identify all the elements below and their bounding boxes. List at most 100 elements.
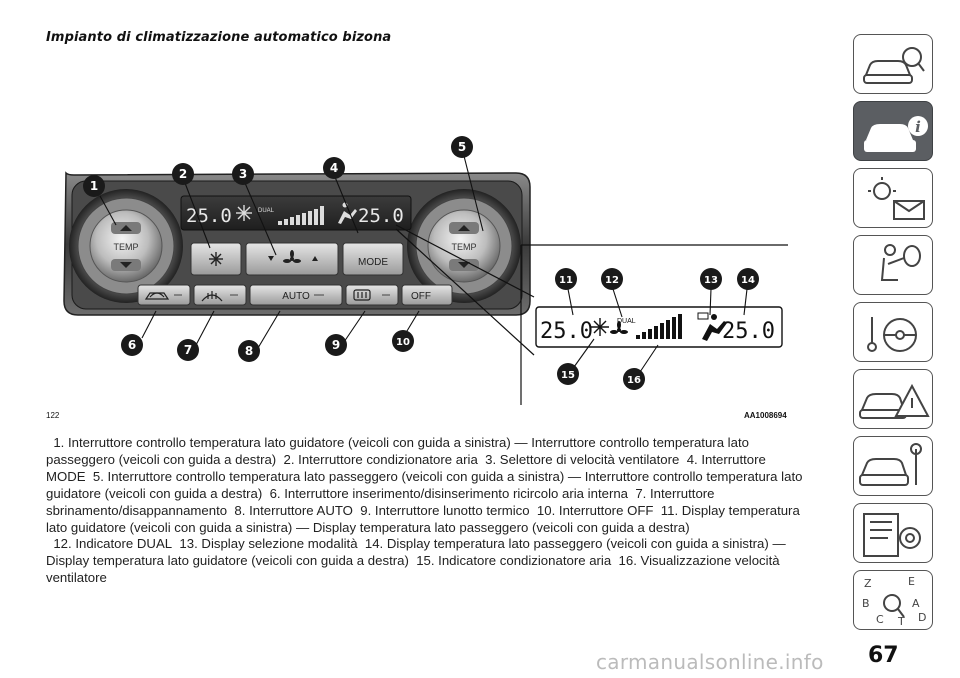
figure-caption: 1. Interruttore controllo temperatura la… (46, 435, 814, 587)
panel-right-temp: 25.0 (358, 205, 404, 227)
auto-label: AUTO (282, 291, 310, 302)
tab-warning-lights[interactable] (853, 168, 933, 228)
caption-item-7: 7. Interruttore sbrinamento/disappanname… (46, 485, 715, 518)
car-warning-triangle-icon (859, 383, 930, 419)
svg-text:5: 5 (458, 140, 466, 154)
figure-number: 122 (46, 411, 60, 420)
callout-2: 2 (172, 163, 194, 185)
svg-text:15: 15 (561, 370, 575, 381)
figure-code: AA1008694 (744, 411, 787, 420)
specifications-gear-icon (863, 513, 921, 557)
defrost-button[interactable] (193, 284, 247, 306)
callout-6: 6 (121, 334, 143, 356)
car-search-icon (863, 47, 925, 84)
tab-starting-driving[interactable] (853, 302, 933, 362)
callout-14: 14 (737, 268, 759, 290)
svg-text:C: C (876, 613, 884, 626)
caption-item-6: 6. Interruttore inserimento/disinserimen… (269, 485, 629, 501)
fan-icon (283, 250, 301, 263)
tab-emergency[interactable] (853, 369, 933, 429)
svg-text:7: 7 (184, 343, 192, 357)
snowflake-icon (209, 252, 223, 266)
fan-speed-selector[interactable] (245, 242, 339, 276)
caption-item-11: 11. Display temperatura lato guidatore (… (46, 502, 800, 535)
off-button[interactable]: OFF (401, 284, 453, 306)
callout-13: 13 (700, 268, 722, 290)
fan-speed-bars (278, 206, 324, 225)
caption-item-3: 3. Selettore di velocità ventilatore (485, 451, 680, 467)
left-temp-knob[interactable]: TEMP (69, 189, 183, 303)
svg-text:11: 11 (559, 275, 573, 286)
panel-dual-label: DUAL (258, 208, 275, 214)
svg-text:i: i (915, 118, 921, 136)
steering-wheel-key-icon (867, 317, 917, 352)
fan-icon (610, 321, 628, 334)
callout-4: 4 (323, 157, 345, 179)
page-number: 67 (868, 643, 899, 668)
svg-text:9: 9 (332, 338, 340, 352)
right-knob-label: TEMP (451, 242, 476, 252)
tab-safety[interactable] (853, 235, 933, 295)
mode-label: MODE (358, 257, 388, 268)
svg-text:Z: Z (864, 577, 872, 590)
caption-item-5: 5. Interruttore controllo temperatura la… (46, 468, 803, 501)
svg-text:A: A (912, 597, 920, 610)
caption-item-13: 13. Display selezione modalità (179, 536, 358, 552)
callout-1: 1 (83, 175, 105, 197)
ac-button[interactable] (190, 242, 242, 276)
recirculation-icon (144, 292, 170, 300)
caption-item-15: 15. Indicatore condizionatore aria (416, 553, 612, 569)
callout-11: 11 (555, 268, 577, 290)
callout-9: 9 (325, 334, 347, 356)
caption-item-2: 2. Interruttore condizionatore aria (283, 451, 478, 467)
seat-airbag-icon (880, 244, 921, 281)
caption-item-4: 4. Interruttore MODE (46, 451, 766, 484)
auto-button[interactable]: AUTO (249, 284, 343, 306)
defrost-icon (201, 291, 223, 302)
callout-badges: 1 2 3 4 5 6 7 8 9 10 11 12 13 14 15 16 (83, 136, 759, 390)
caption-item-14: 14. Display temperatura lato passeggero … (46, 536, 786, 569)
panel-left-temp: 25.0 (186, 205, 232, 227)
svg-text:B: B (862, 597, 870, 610)
callout-15: 15 (557, 363, 579, 385)
svg-text:E: E (908, 575, 915, 588)
inset-left-temp: 25.0 (540, 319, 593, 344)
car-info-icon: i (864, 116, 928, 152)
off-label: OFF (411, 291, 431, 302)
callout-16: 16 (623, 368, 645, 390)
svg-text:2: 2 (179, 167, 187, 181)
callout-10: 10 (392, 330, 414, 352)
tab-technical-data[interactable] (853, 503, 933, 563)
inset-mode-icon (697, 312, 727, 341)
caption-item-12: 12. Indicatore DUAL (53, 536, 173, 552)
caption-item-1: 1. Interruttore controllo temperatura la… (46, 435, 749, 467)
svg-text:12: 12 (605, 275, 619, 286)
callout-leaders (99, 155, 748, 376)
svg-text:8: 8 (245, 344, 253, 358)
caption-item-10: 10. Interruttore OFF (536, 502, 654, 518)
tab-maintenance[interactable] (853, 436, 933, 496)
svg-text:3: 3 (239, 167, 247, 181)
callout-8: 8 (238, 340, 260, 362)
rear-defogger-button[interactable] (345, 284, 399, 306)
inset-display: 25.0 DUAL 25.0 (535, 306, 783, 348)
car-wrench-icon (859, 443, 922, 486)
panel-display: 25.0 DUAL 25.0 (180, 195, 412, 231)
zoom-connector (395, 224, 788, 405)
inset-fan-speed-bars (636, 314, 682, 339)
caption-item-8: 8. Interruttore AUTO (234, 502, 353, 518)
recirculation-button[interactable] (137, 284, 191, 306)
tab-car-search[interactable] (853, 34, 933, 94)
climate-control-figure: TEMP TEMP 25.0 DUAL 25.0 (46, 53, 814, 423)
callout-7: 7 (177, 339, 199, 361)
callout-3: 3 (232, 163, 254, 185)
ac-indicator-icon (591, 318, 609, 336)
tab-car-info[interactable]: i (853, 101, 933, 161)
left-knob-label: TEMP (113, 242, 138, 252)
svg-text:T: T (897, 615, 905, 628)
svg-text:4: 4 (330, 161, 338, 175)
mode-button[interactable]: MODE (342, 242, 404, 276)
callout-12: 12 (601, 268, 623, 290)
